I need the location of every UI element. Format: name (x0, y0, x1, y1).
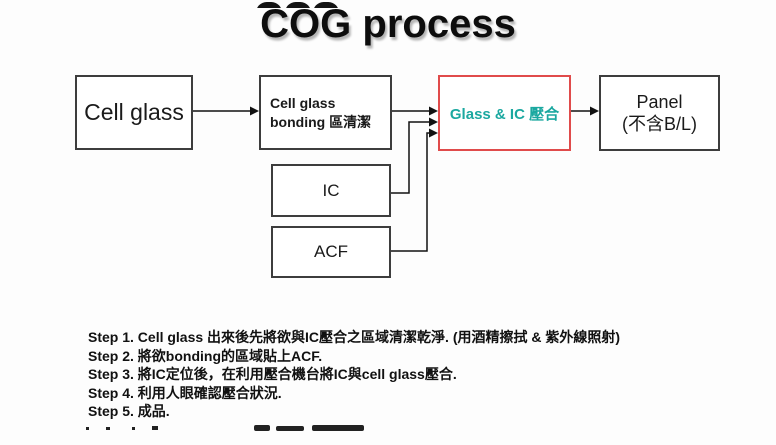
cropped-text-fragment-top (255, 0, 355, 8)
node-cell-glass: Cell glass (75, 75, 193, 150)
node-label: IC (322, 180, 340, 200)
arrow-acf-to-glassic (391, 132, 430, 252)
arrowhead (429, 106, 438, 116)
text-fragment (312, 425, 364, 431)
page-title: COG process (260, 2, 516, 46)
node-cell-glass-bonding-clean: Cell glass bonding 區清潔 (259, 75, 392, 150)
text-fragment (132, 427, 135, 430)
text-fragment (254, 425, 270, 431)
step-line-4: Step 4. 利用人眼確認壓合狀況. (88, 384, 282, 401)
arrowhead (429, 117, 438, 127)
steps-list: Step 1. Cell glass 出來後先將欲與IC壓合之區域清潔乾淨. (… (88, 328, 748, 421)
node-ic: IC (271, 164, 391, 217)
node-label-line2: bonding 區清潔 (270, 113, 372, 130)
text-fragment (276, 426, 304, 431)
arrowheads (250, 106, 599, 138)
node-label-line2: (不含B/L) (621, 114, 697, 134)
letter-top-fragment (313, 2, 339, 8)
node-glass-ic-bonding: Glass & IC 壓合 (438, 75, 571, 151)
step-line-2: Step 2. 將欲bonding的區域貼上ACF. (88, 347, 323, 364)
letter-top-fragment (285, 2, 311, 8)
node-label-line1: Cell glass (270, 94, 336, 111)
arrowhead (250, 106, 259, 116)
node-label: Glass & IC 壓合 (449, 105, 560, 123)
text-fragment (106, 427, 110, 430)
arrow-ic-to-glassic (391, 121, 430, 194)
letter-top-fragment (256, 2, 282, 8)
node-label: Cell glass (84, 99, 184, 125)
text-fragment (152, 426, 158, 430)
node-acf: ACF (271, 226, 391, 278)
node-label-line1: Panel (636, 92, 683, 112)
arrowhead (429, 128, 438, 138)
arrowhead (590, 106, 599, 116)
step-line-5: Step 5. 成品. (88, 403, 170, 419)
step-line-3: Step 3. 將IC定位後，在利用壓合機台將IC與cell glass壓合. (88, 366, 457, 382)
node-label: ACF (314, 242, 348, 261)
cropped-text-fragment-bottom (84, 425, 384, 432)
step-line-1: Step 1. Cell glass 出來後先將欲與IC壓合之區域清潔乾淨. (… (88, 329, 621, 345)
node-panel: Panel (不含B/L) (599, 75, 720, 151)
connector-lines (193, 110, 591, 252)
text-fragment (86, 427, 89, 430)
